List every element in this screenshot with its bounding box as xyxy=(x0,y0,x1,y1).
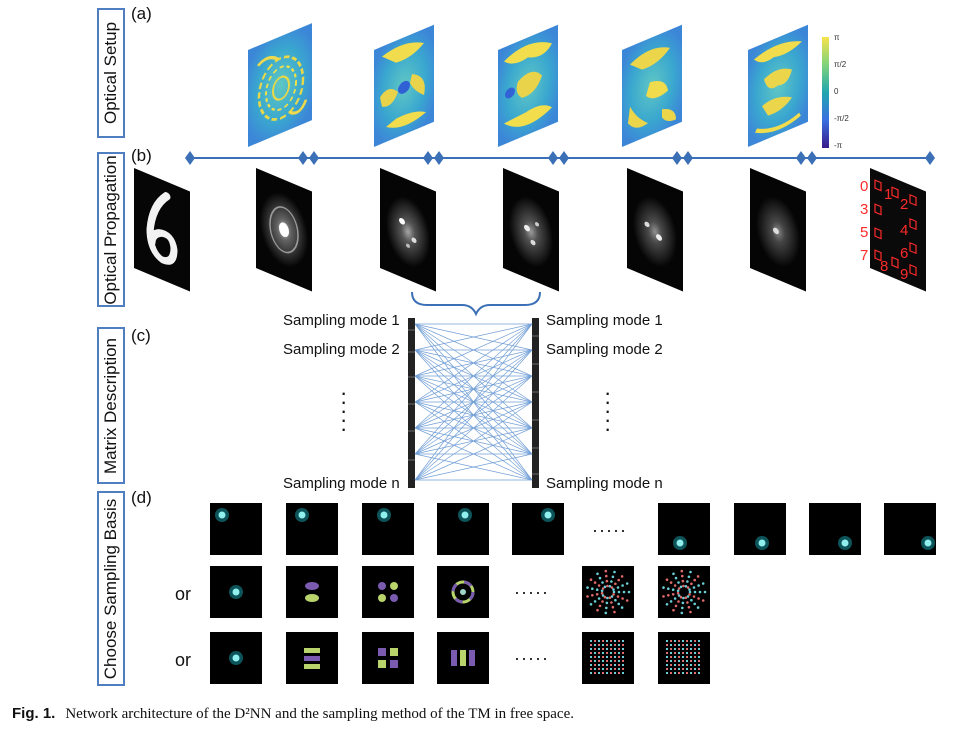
lg-mode-tile xyxy=(210,566,262,618)
right-vertical-ellipsis: ····· xyxy=(604,380,612,441)
colorbar-tick-neg-pi: -π xyxy=(834,141,843,150)
phase-colorbar xyxy=(822,37,829,148)
left-vertical-ellipsis: ····· xyxy=(340,380,348,441)
colorbar-tick-pi-half: π/2 xyxy=(834,60,847,69)
propagation-plane-5 xyxy=(750,168,806,292)
figure-drawing xyxy=(134,23,935,488)
phase-mask-5 xyxy=(748,24,808,147)
colorbar-tick-zero: 0 xyxy=(834,87,839,96)
row-label-sampling-basis: Choose Sampling Basis xyxy=(97,491,125,686)
panel-letter-c: (c) xyxy=(131,326,151,345)
ellipsis-row-1: ····· xyxy=(592,520,627,540)
row-label-optical-setup: Optical Setup xyxy=(97,8,125,138)
point-basis-tile xyxy=(210,503,262,555)
or-label-row-3: or xyxy=(175,650,192,670)
hg-mode-tile xyxy=(582,632,634,684)
panel-letter-a: (a) xyxy=(131,4,152,23)
propagation-plane-1 xyxy=(256,168,312,292)
figure: Optical Setup Optical Propagation Matrix… xyxy=(97,4,936,686)
detector-label-9: 9 xyxy=(900,266,909,283)
input-digit-plane xyxy=(134,168,190,292)
point-basis-tile xyxy=(437,503,489,555)
detector-label-8: 8 xyxy=(880,258,889,275)
lg-mode-tile xyxy=(582,566,634,618)
point-basis-tile xyxy=(512,503,564,555)
output-mode-bar xyxy=(532,318,539,488)
hg-mode-tile xyxy=(286,632,338,684)
detector-label-3: 3 xyxy=(860,201,869,218)
figure-caption: Fig. 1. Network architecture of the D²NN … xyxy=(12,705,962,723)
detector-label-2: 2 xyxy=(900,196,909,213)
lg-mode-tile xyxy=(437,566,489,618)
ellipsis-row-2: ····· xyxy=(514,582,549,602)
caption-label: Fig. 1. xyxy=(12,705,56,722)
detector-label-5: 5 xyxy=(860,224,869,241)
lg-mode-tile xyxy=(286,566,338,618)
hg-mode-tile xyxy=(210,632,262,684)
detector-label-7: 7 xyxy=(860,247,869,264)
hg-mode-tile xyxy=(658,632,710,684)
hg-mode-tile xyxy=(437,632,489,684)
right-mode-n: Sampling mode n xyxy=(546,475,663,492)
colorbar-tick-pi: π xyxy=(834,33,840,42)
axis-diamonds xyxy=(185,151,935,165)
detector-label-1: 1 xyxy=(884,186,893,203)
right-mode-2: Sampling mode 2 xyxy=(546,341,663,358)
detector-plane xyxy=(870,168,926,292)
phase-mask-4 xyxy=(622,24,682,147)
point-basis-tile xyxy=(658,503,710,555)
bar-texture xyxy=(408,329,539,475)
phase-mask-1 xyxy=(248,23,312,147)
left-mode-n: Sampling mode n xyxy=(283,475,400,492)
lg-mode-tile xyxy=(362,566,414,618)
panel-letter-d: (d) xyxy=(131,488,152,507)
colorbar-tick-neg-pi-half: -π/2 xyxy=(834,114,849,123)
detector-label-0: 0 xyxy=(860,178,869,195)
detector-label-4: 4 xyxy=(900,222,909,239)
input-mode-bar xyxy=(408,318,415,488)
lg-mode-tile xyxy=(658,566,710,618)
propagation-plane-4 xyxy=(627,168,683,292)
propagation-plane-3 xyxy=(503,168,559,292)
panel-letter-b: (b) xyxy=(131,146,152,165)
caption-text: Network architecture of the D²NN and the… xyxy=(65,706,574,722)
curly-brace xyxy=(411,291,541,317)
hg-mode-tile xyxy=(362,632,414,684)
point-basis-tile xyxy=(809,503,861,555)
ellipsis-row-3: ····· xyxy=(514,648,549,668)
right-mode-1: Sampling mode 1 xyxy=(546,312,663,329)
point-basis-tile xyxy=(884,503,936,555)
or-label-row-2: or xyxy=(175,584,192,604)
point-basis-tile xyxy=(362,503,414,555)
detector-label-6: 6 xyxy=(900,245,909,262)
propagation-plane-2 xyxy=(380,168,436,292)
left-mode-2: Sampling mode 2 xyxy=(283,341,400,358)
phase-mask-2 xyxy=(374,24,434,147)
row-label-matrix-description: Matrix Description xyxy=(97,327,125,484)
transmission-matrix-lines xyxy=(414,323,533,481)
point-basis-tile xyxy=(286,503,338,555)
row-label-optical-propagation: Optical Propagation xyxy=(97,152,125,307)
point-basis-tile xyxy=(734,503,786,555)
phase-mask-3 xyxy=(498,24,558,147)
left-mode-1: Sampling mode 1 xyxy=(283,312,400,329)
